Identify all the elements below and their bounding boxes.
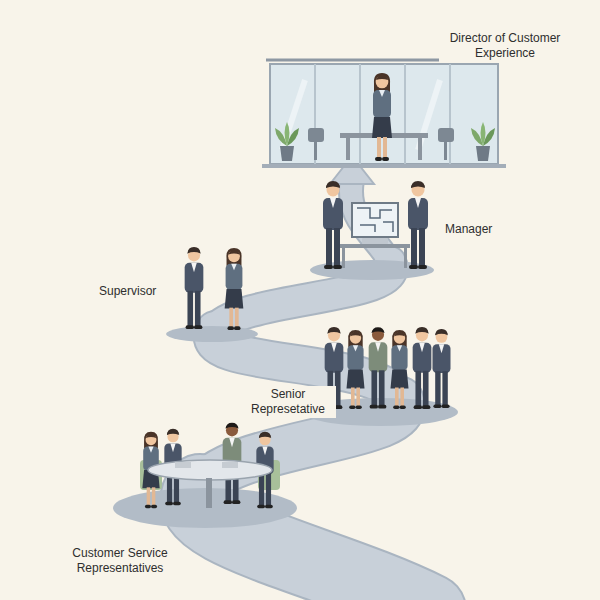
level-senior: Senior Represetative (240, 386, 336, 418)
level-supervisor: Supervisor (96, 283, 168, 300)
level-representative: Customer Service Representatives (58, 545, 182, 577)
level-manager: Manager (442, 221, 508, 238)
level-director: Director of Customer Experience (439, 30, 571, 62)
